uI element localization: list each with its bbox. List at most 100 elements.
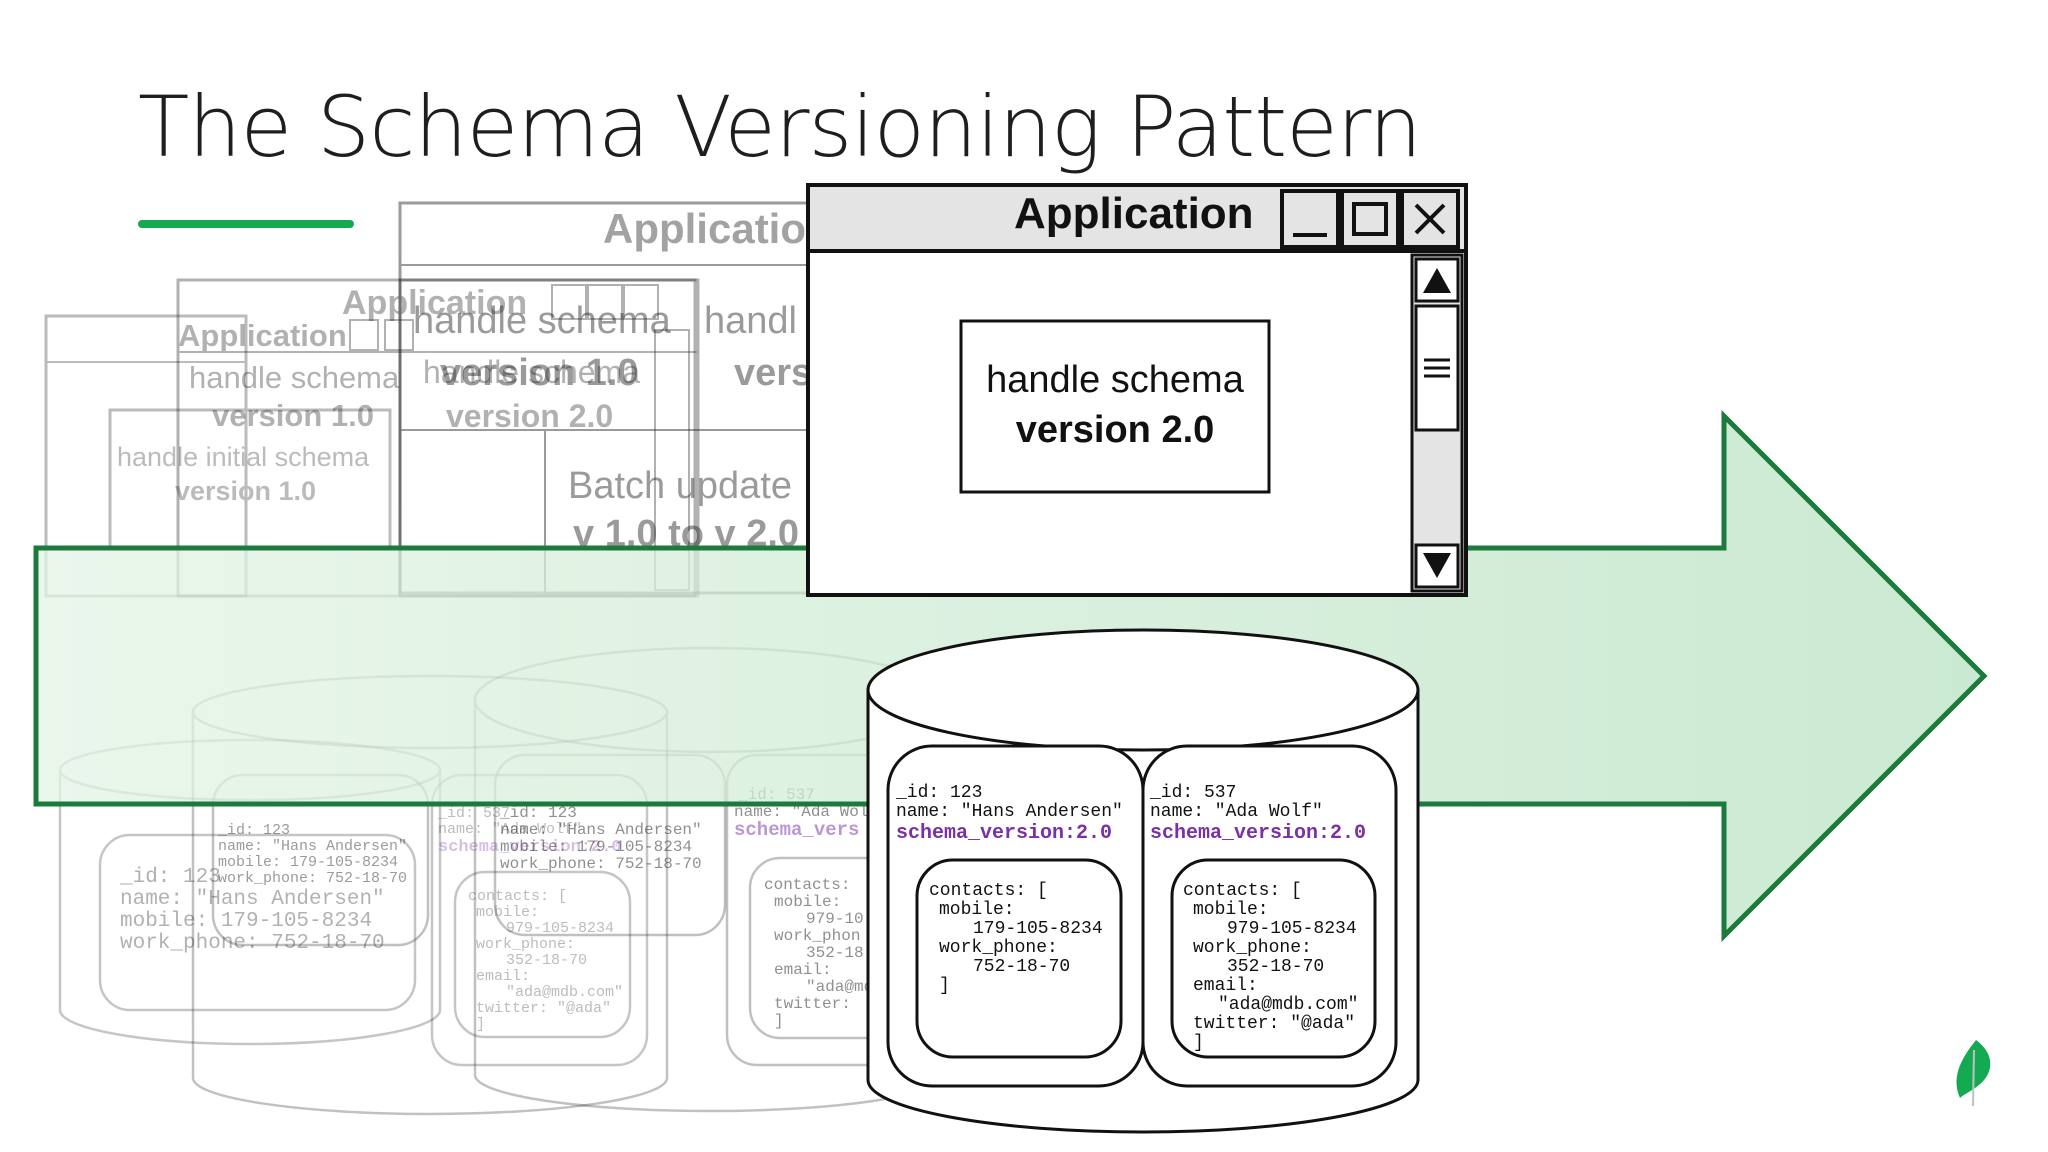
faded-doc-3-close: ] [476, 1016, 485, 1033]
faded-doc-2-work: work_phone: 752-18-70 [218, 870, 407, 887]
faded-doc-5: _id: 537 name: "Ada Wol schema_vers cont… [734, 786, 873, 1030]
doc-hans-name: name: "Hans Andersen" [896, 802, 1123, 822]
faded-doc-4-name: name: "Hans Andersen" [500, 821, 702, 839]
faded-doc-3: _id: 537 name: "Ada Wolf" schema_version… [437, 805, 623, 1033]
faded-window-2-line1: handle schema [189, 360, 400, 395]
faded-window-4-line2: version 1.0 [440, 352, 639, 394]
doc-ada-mobile: mobile: [1193, 900, 1269, 920]
scroll-down-button[interactable] [1414, 543, 1460, 589]
faded-window-2-title: Application [178, 318, 347, 353]
handler-line2: version 2.0 [1016, 409, 1215, 451]
handler-box [959, 319, 1271, 494]
faded-doc-5-mobile-val: 979-10 [806, 910, 864, 928]
faded-doc-3-schema: schema_version:2.0 [438, 838, 622, 857]
faded-doc-3-mobile: mobile: [476, 904, 539, 921]
doc-ada-contacts: contacts: [ [1183, 881, 1302, 901]
handler-line1: handle schema [986, 359, 1245, 401]
doc-ada-schema-version: schema_version:2.0 [1150, 822, 1366, 845]
doc-ada-work-val: 352-18-70 [1227, 957, 1324, 977]
doc-hans-schema-version: schema_version:2.0 [896, 822, 1112, 845]
faded-window-4-title: Applicatio [603, 205, 806, 252]
doc-ada-contacts-box [1170, 858, 1377, 1059]
doc-hans-contacts-box [915, 858, 1123, 1059]
faded-window-3-line3: handle schema [423, 354, 640, 390]
faded-doc-1-id: _id: 123 [119, 866, 221, 889]
faded-doc-1-work: work_phone: 752-18-70 [120, 932, 385, 955]
minimize-button[interactable] [1280, 189, 1340, 249]
faded-window-3-title: Application [342, 284, 527, 322]
faded-doc-3-email-val: "ada@mdb.com" [506, 984, 623, 1001]
doc-hans-contacts: contacts: [ [929, 881, 1048, 901]
faded-window-4-line5: Batch update [568, 465, 792, 507]
application-window: Application handle schema version 2.0 [806, 183, 1468, 597]
faded-window-2: Application handle schema version 1.0 [176, 278, 700, 598]
faded-doc-3-id: _id: 537 [437, 805, 510, 822]
application-window-title: Application [1014, 189, 1254, 238]
doc-hans-work-val: 752-18-70 [973, 957, 1070, 977]
scroll-thumb[interactable] [1414, 304, 1460, 432]
doc-hans-mobile-val: 179-105-8234 [973, 919, 1103, 939]
scroll-down-icon [1423, 553, 1451, 578]
faded-doc-3-work: work_phone: [476, 936, 575, 953]
maximize-button[interactable] [1340, 189, 1400, 249]
doc-hans-work: work_phone: [939, 938, 1058, 958]
doc-ada-id: _id: 537 [1149, 783, 1236, 803]
faded-window-4-line4: vers [734, 352, 812, 394]
scroll-up-icon [1423, 268, 1451, 293]
faded-doc-5-twitter: twitter: [774, 995, 851, 1013]
faded-doc-2-mobile: mobile: 179-105-8234 [218, 854, 398, 871]
faded-window-3-line4: version 2.0 [446, 398, 613, 434]
doc-ada-name: name: "Ada Wolf" [1150, 802, 1323, 822]
doc-ada-email-val: "ada@mdb.com" [1218, 995, 1358, 1015]
doc-ada-close: ] [1193, 1033, 1204, 1053]
faded-doc-2: _id: 123 name: "Hans Andersen" mobile: 1… [217, 822, 407, 887]
faded-doc-3-contacts: contacts: [ [468, 888, 567, 905]
faded-doc-4: _id: 123 name: "Hans Andersen" mobile: 1… [499, 804, 702, 873]
faded-doc-5-work: work_phon [774, 927, 860, 945]
faded-doc-5-email: email: [774, 961, 832, 979]
doc-hans-id: _id: 123 [895, 783, 982, 803]
scroll-grip-icon [1424, 358, 1450, 378]
doc-ada-work: work_phone: [1193, 938, 1312, 958]
faded-doc-5-mobile: mobile: [774, 893, 841, 911]
vertical-scrollbar[interactable] [1410, 253, 1464, 593]
database-cylinder: _id: 123 name: "Hans Andersen" schema_ve… [866, 628, 1420, 1134]
faded-doc-3-twitter: twitter: "@ada" [476, 1000, 611, 1017]
faded-doc-2-name: name: "Hans Andersen" [218, 838, 407, 855]
faded-doc-1-mobile: mobile: 179-105-8234 [120, 910, 372, 933]
doc-hans-close: ] [939, 976, 950, 996]
close-icon [1414, 203, 1446, 235]
faded-window-4-line3: handl [704, 300, 797, 342]
faded-doc-3-email: email: [476, 968, 530, 985]
faded-doc-5-email-val: "ada@md [806, 978, 873, 996]
mongodb-leaf-icon [1956, 1040, 1991, 1107]
doc-ada-mobile-val: 979-105-8234 [1227, 919, 1357, 939]
faded-doc-4-work: work_phone: 752-18-70 [500, 855, 702, 873]
faded-doc-5-contacts: contacts: [764, 876, 850, 894]
faded-doc-3-work-val: 352-18-70 [506, 952, 587, 969]
faded-doc-4-id: _id: 123 [499, 804, 577, 822]
faded-doc-3-name: name: "Ada Wolf" [438, 821, 582, 838]
faded-window-2-line2: version 1.0 [212, 398, 374, 433]
faded-window-1-line2: version 1.0 [175, 476, 316, 506]
close-button[interactable] [1400, 189, 1460, 249]
faded-window-3: Application handle schema version 2.0 [342, 278, 697, 598]
faded-doc-3-mobile-val: 979-105-8234 [506, 920, 614, 937]
faded-window-1-line1: handle initial schema [117, 442, 370, 472]
faded-window-4-line1: handle schema [413, 300, 672, 342]
faded-doc-5-work-val: 352-18 [806, 944, 864, 962]
faded-doc-2-id: _id: 123 [217, 822, 290, 839]
maximize-icon [1352, 202, 1388, 236]
doc-hans-mobile: mobile: [939, 900, 1015, 920]
faded-doc-1-name: name: "Hans Andersen" [120, 888, 385, 911]
faded-doc-5-schema: schema_vers [734, 819, 859, 841]
title-underline [138, 220, 354, 228]
slide-title: The Schema Versioning Pattern [138, 78, 1422, 176]
doc-ada-email: email: [1193, 976, 1258, 996]
faded-doc-5-close: ] [774, 1012, 784, 1030]
faded-doc-1: _id: 123 name: "Hans Andersen" mobile: 1… [119, 866, 385, 955]
doc-ada-twitter: twitter: "@ada" [1193, 1014, 1355, 1034]
faded-doc-5-name: name: "Ada Wol [734, 803, 868, 821]
faded-doc-4-mobile: mobile: 179-105-8234 [500, 838, 692, 856]
